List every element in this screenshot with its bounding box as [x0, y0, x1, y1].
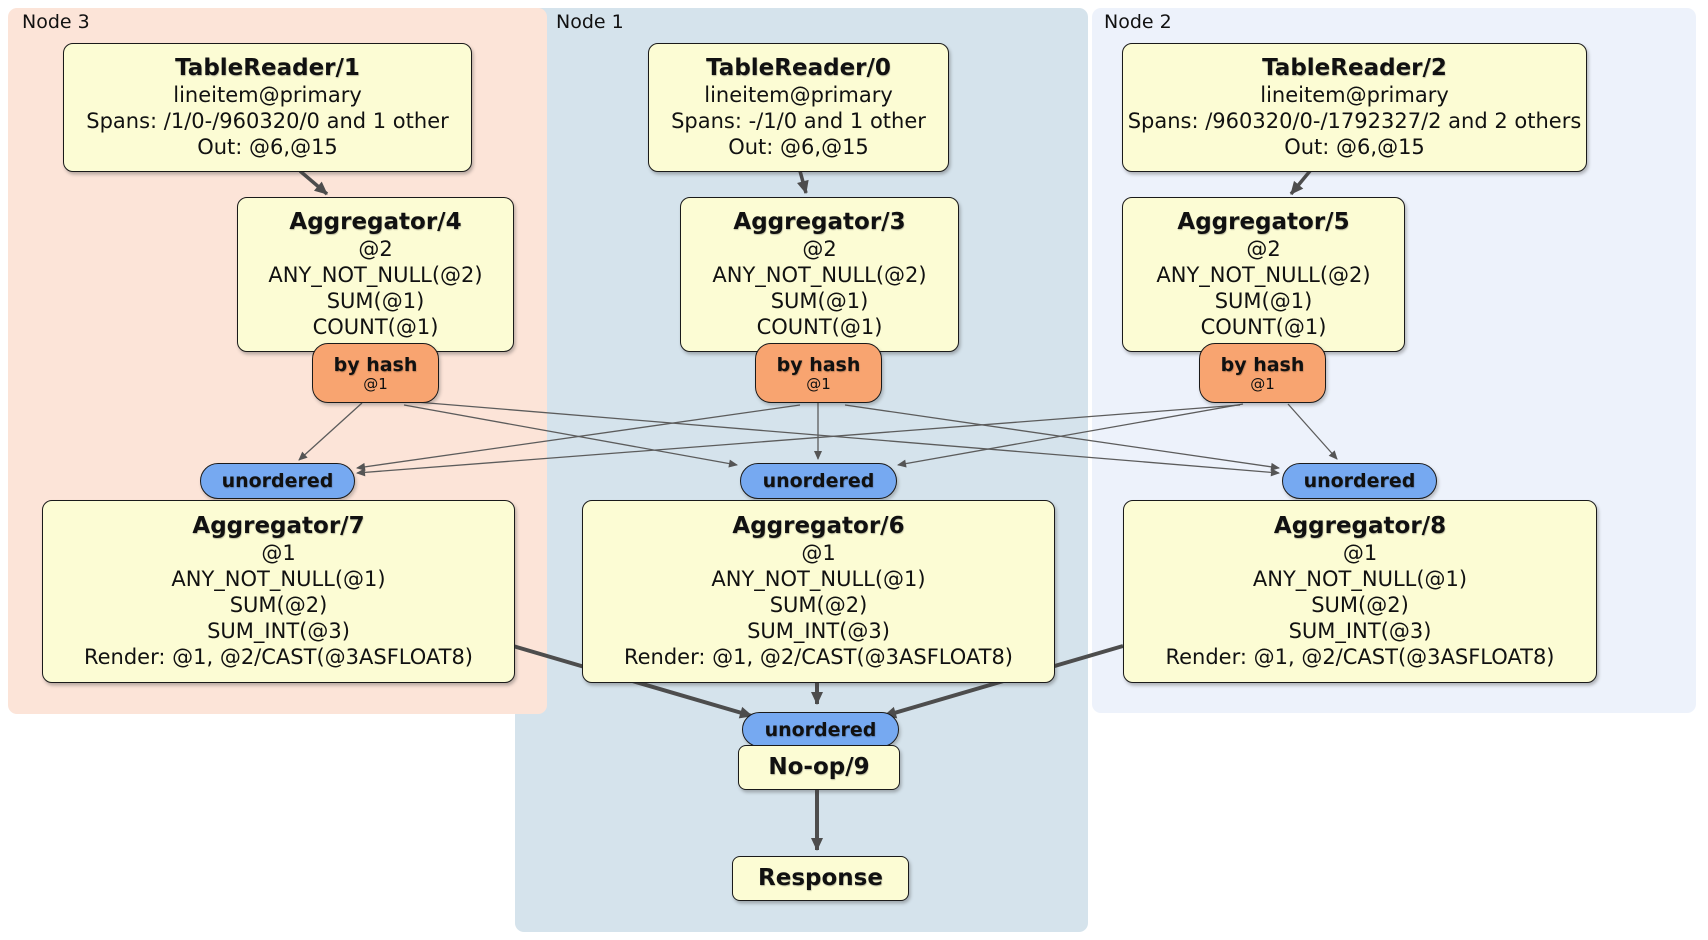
processor-aggregator8: Aggregator/8 @1 ANY_NOT_NULL(@1) SUM(@2)…	[1123, 500, 1597, 683]
processor-line: @2	[1246, 237, 1281, 261]
processor-line: SUM(@2)	[229, 593, 328, 617]
processor-title: No-op/9	[768, 754, 870, 780]
processor-line: SUM_INT(@3)	[1288, 619, 1432, 643]
processor-title: TableReader/2	[1262, 55, 1447, 81]
processor-line: ANY_NOT_NULL(@2)	[1156, 263, 1371, 287]
processor-line: COUNT(@1)	[1200, 315, 1327, 339]
processor-line: lineitem@primary	[704, 83, 893, 107]
processor-title: TableReader/1	[175, 55, 360, 81]
processor-title: Aggregator/4	[289, 209, 462, 235]
processor-line: Render: @1, @2/CAST(@3ASFLOAT8)	[623, 645, 1014, 669]
sync-label: unordered	[1303, 470, 1416, 492]
processor-line: Render: @1, @2/CAST(@3ASFLOAT8)	[83, 645, 474, 669]
processor-tablereader1: TableReader/1 lineitem@primary Spans: /1…	[63, 43, 472, 172]
processor-title: Aggregator/5	[1177, 209, 1350, 235]
processor-line: SUM_INT(@3)	[747, 619, 890, 643]
sync-label: unordered	[221, 470, 334, 492]
processor-line: COUNT(@1)	[756, 315, 883, 339]
processor-line: SUM_INT(@3)	[207, 619, 350, 643]
router-by-hash-3: by hash @1	[755, 343, 882, 403]
processor-aggregator4: Aggregator/4 @2 ANY_NOT_NULL(@2) SUM(@1)…	[237, 197, 514, 352]
processor-line: @1	[261, 541, 296, 565]
processor-line: Out: @6,@15	[197, 135, 338, 159]
router-key: @1	[1250, 374, 1275, 393]
processor-line: Spans: -/1/0 and 1 other	[671, 109, 926, 133]
node3-label: Node 3	[22, 11, 90, 33]
sync-unordered-8: unordered	[1282, 463, 1437, 499]
processor-line: SUM(@1)	[770, 289, 869, 313]
processor-aggregator3: Aggregator/3 @2 ANY_NOT_NULL(@2) SUM(@1)…	[680, 197, 959, 352]
processor-line: Spans: /1/0-/960320/0 and 1 other	[86, 109, 449, 133]
processor-title: Aggregator/8	[1273, 513, 1447, 539]
router-by-hash-5: by hash @1	[1199, 343, 1326, 403]
processor-line: ANY_NOT_NULL(@1)	[1252, 567, 1468, 591]
processor-line: lineitem@primary	[173, 83, 362, 107]
router-by-hash-4: by hash @1	[312, 343, 439, 403]
processor-line: ANY_NOT_NULL(@2)	[268, 263, 483, 287]
processor-tablereader0: TableReader/0 lineitem@primary Spans: -/…	[648, 43, 949, 172]
sync-unordered-final: unordered	[742, 712, 899, 747]
processor-line: Out: @6,@15	[728, 135, 869, 159]
processor-title: Aggregator/7	[192, 513, 365, 539]
node1-label: Node 1	[556, 11, 624, 33]
processor-line: Out: @6,@15	[1284, 135, 1425, 159]
processor-line: ANY_NOT_NULL(@1)	[711, 567, 926, 591]
processor-line: @2	[802, 237, 837, 261]
processor-line: SUM(@1)	[326, 289, 425, 313]
processor-line: ANY_NOT_NULL(@2)	[712, 263, 927, 287]
sync-label: unordered	[764, 718, 877, 741]
node2-label: Node 2	[1104, 11, 1172, 33]
router-label: by hash	[776, 353, 861, 376]
sync-unordered-7: unordered	[200, 463, 355, 499]
processor-aggregator7: Aggregator/7 @1 ANY_NOT_NULL(@1) SUM(@2)…	[42, 500, 515, 683]
processor-title: Response	[758, 865, 883, 891]
processor-aggregator5: Aggregator/5 @2 ANY_NOT_NULL(@2) SUM(@1)…	[1122, 197, 1405, 352]
processor-title: TableReader/0	[706, 55, 891, 81]
processor-noop9: No-op/9	[738, 745, 900, 790]
processor-line: @1	[801, 541, 836, 565]
processor-aggregator6: Aggregator/6 @1 ANY_NOT_NULL(@1) SUM(@2)…	[582, 500, 1055, 683]
processor-line: lineitem@primary	[1260, 83, 1449, 107]
processor-response: Response	[732, 856, 909, 901]
router-label: by hash	[333, 353, 418, 376]
processor-line: COUNT(@1)	[312, 315, 439, 339]
processor-line: SUM(@1)	[1214, 289, 1313, 313]
processor-title: Aggregator/6	[732, 513, 905, 539]
processor-line: Spans: /960320/0-/1792327/2 and 2 others	[1127, 109, 1582, 133]
processor-line: @2	[358, 237, 393, 261]
router-key: @1	[806, 374, 831, 393]
processor-line: SUM(@2)	[769, 593, 868, 617]
processor-line: @1	[1342, 541, 1378, 565]
sync-unordered-6: unordered	[740, 463, 897, 499]
router-key: @1	[363, 374, 388, 393]
processor-tablereader2: TableReader/2 lineitem@primary Spans: /9…	[1122, 43, 1587, 172]
processor-title: Aggregator/3	[733, 209, 906, 235]
processor-line: SUM(@2)	[1311, 593, 1409, 617]
router-label: by hash	[1220, 353, 1305, 376]
processor-line: ANY_NOT_NULL(@1)	[171, 567, 386, 591]
processor-line: Render: @1, @2/CAST(@3ASFLOAT8)	[1165, 645, 1555, 669]
sync-label: unordered	[762, 470, 875, 492]
